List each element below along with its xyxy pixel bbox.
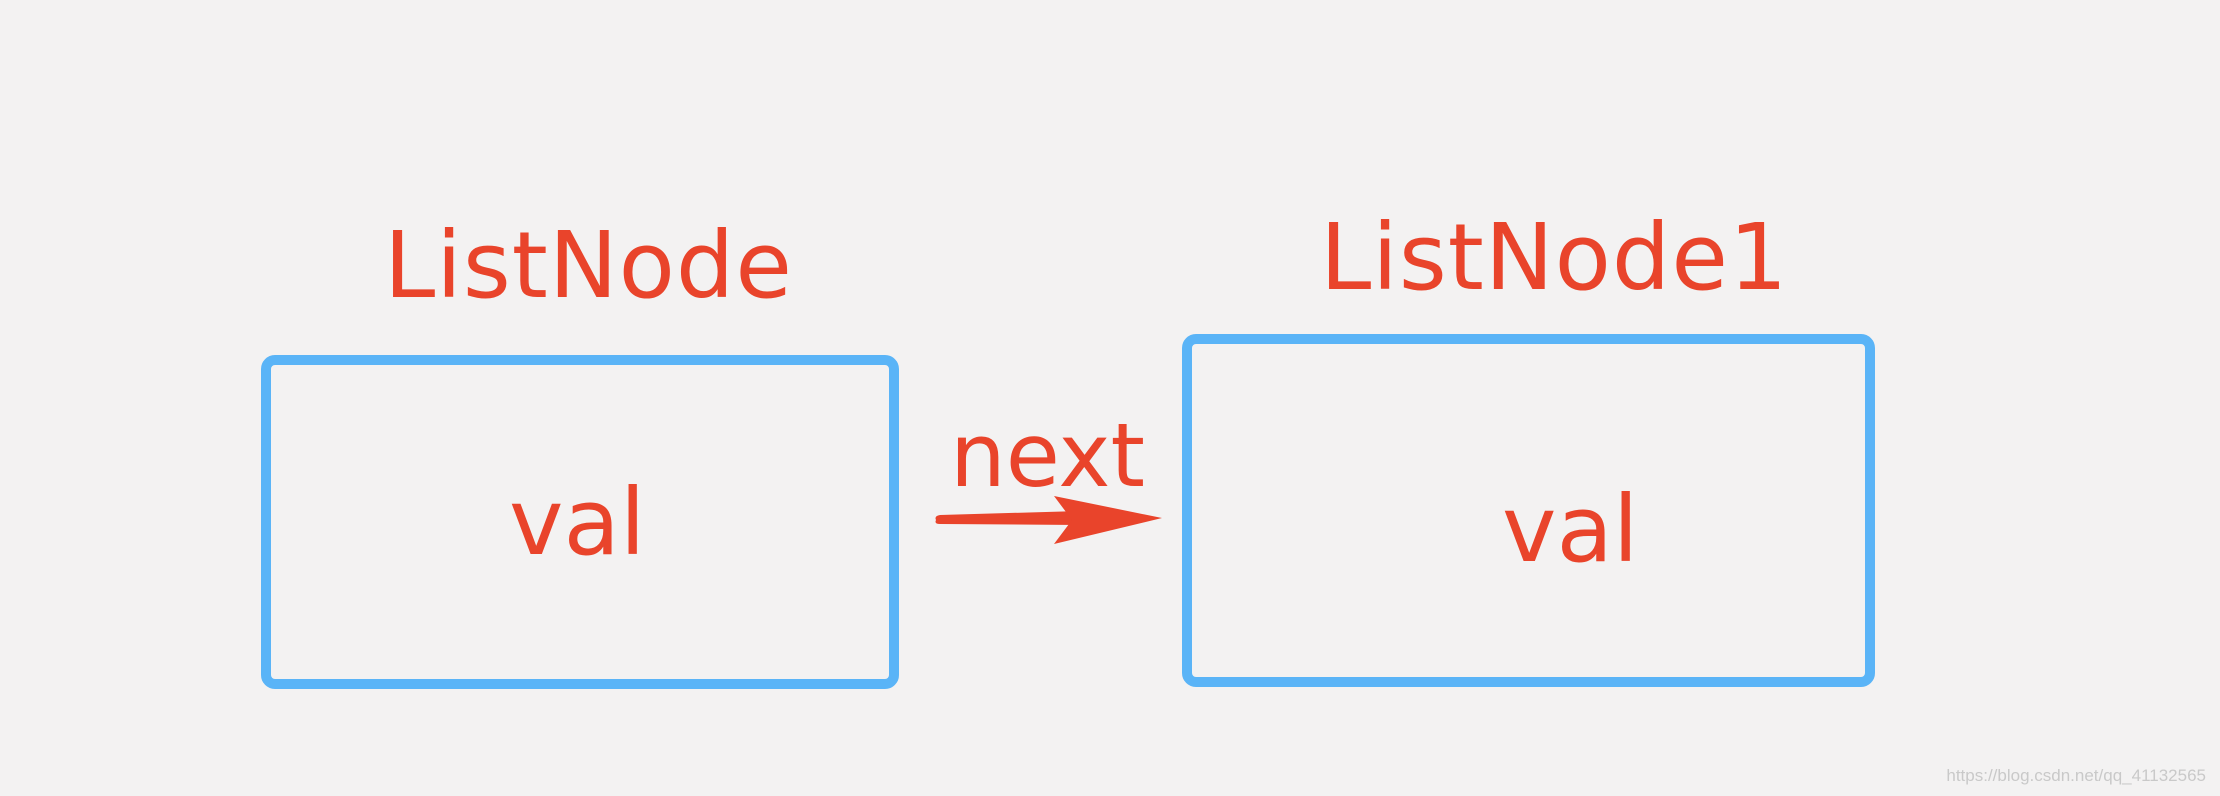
node-title-listnode1: ListNode1 — [1320, 204, 1789, 311]
listnode1-box: val — [1182, 334, 1875, 687]
node-title-listnode: ListNode — [384, 212, 793, 319]
listnode-box: val — [261, 355, 899, 689]
edge-label-next: next — [950, 404, 1145, 507]
listnode-val-field: val — [509, 469, 646, 576]
next-arrow — [935, 496, 1162, 544]
source-watermark: https://blog.csdn.net/qq_41132565 — [1946, 766, 2206, 785]
arrow-head — [1054, 496, 1162, 544]
listnode1-val-field: val — [1502, 476, 1639, 583]
arrow-shaft — [935, 511, 1080, 525]
